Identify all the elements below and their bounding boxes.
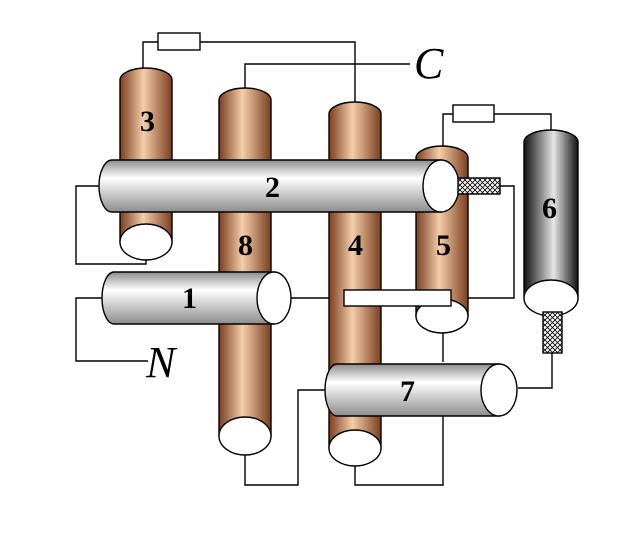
- connection-lines: [75, 41, 553, 486]
- wire-8-top: [244, 63, 355, 88]
- transfer-tube: [343, 289, 452, 307]
- wire-3-to-valve-c: [142, 41, 158, 70]
- column-2: [98, 159, 460, 213]
- label-column-2: 2: [265, 171, 280, 204]
- label-column-3: 3: [140, 105, 155, 138]
- label-column-6: 6: [542, 192, 557, 225]
- label-input-n: N: [145, 338, 178, 387]
- column-7: [324, 363, 518, 417]
- valve-5-6-line: [452, 104, 495, 123]
- wire-tube-to-2: [451, 185, 515, 299]
- wire-n-inlet: [75, 297, 148, 362]
- wire-4-to-5: [354, 413, 444, 486]
- wire-valve-to-6: [494, 113, 552, 132]
- wire-2-left-loop: [75, 185, 147, 265]
- wire-valve-c-to-junction: [200, 41, 356, 102]
- valve-c-line: [157, 32, 201, 51]
- label-column-1: 1: [182, 282, 197, 315]
- filter-6-outlet: [542, 311, 563, 354]
- label-column-5: 5: [436, 229, 451, 262]
- wire-5-to-valve: [442, 113, 453, 148]
- column-1: [101, 271, 292, 325]
- column-6: [523, 129, 579, 317]
- wire-7-to-8: [244, 389, 326, 486]
- filter-2-outlet: [457, 177, 501, 195]
- label-input-c: C: [414, 39, 444, 88]
- label-column-8: 8: [238, 229, 253, 262]
- label-column-4: 4: [348, 229, 363, 262]
- label-column-7: 7: [400, 375, 415, 408]
- wire-6-to-7: [518, 352, 553, 389]
